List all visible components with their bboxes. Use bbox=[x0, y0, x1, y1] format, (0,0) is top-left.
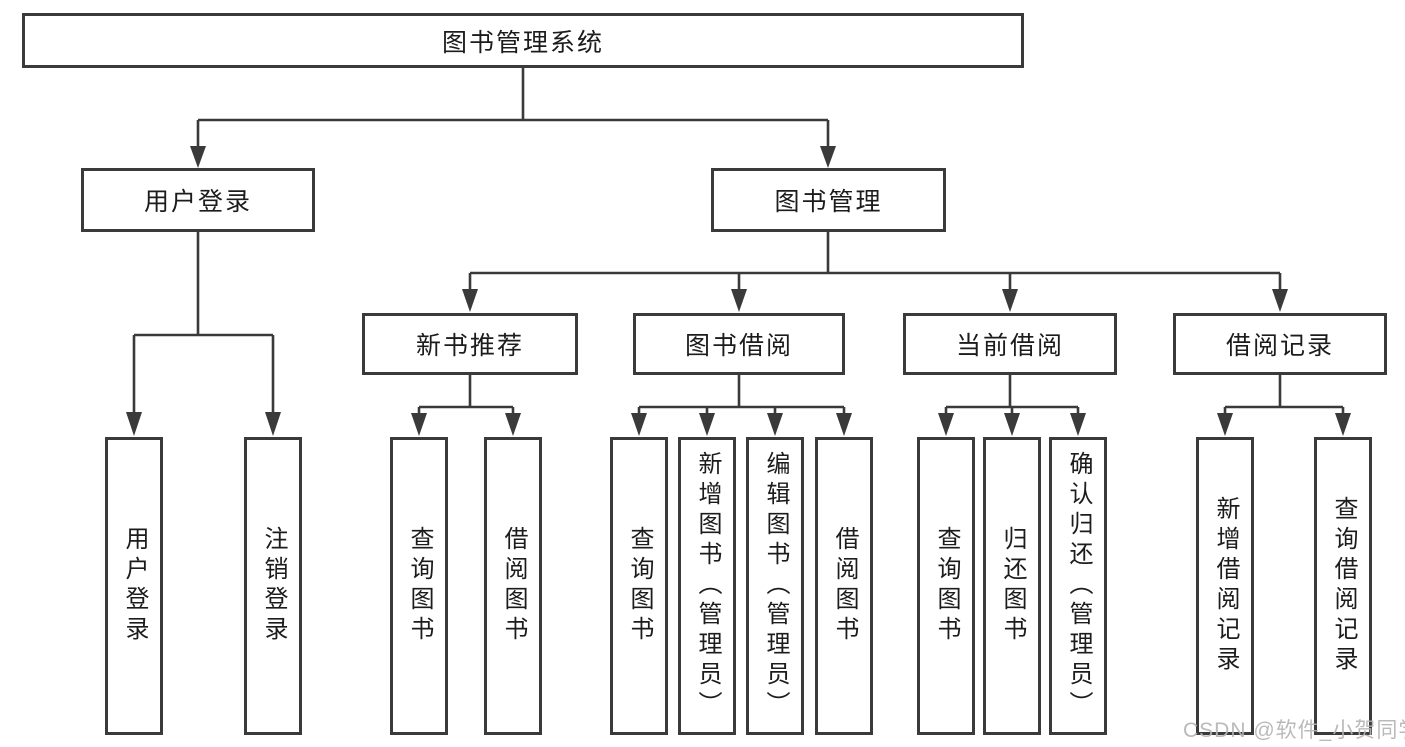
arrowhead bbox=[820, 146, 836, 168]
node-book-borrow: 图书借阅 bbox=[633, 313, 845, 375]
leaf-label: 归还图书 bbox=[999, 526, 1026, 646]
arrowhead bbox=[1070, 413, 1086, 436]
leaf-user-login: 用户登录 bbox=[105, 437, 163, 735]
arrowhead bbox=[631, 413, 647, 436]
leaf-query-books-1: 查询图书 bbox=[390, 437, 448, 735]
node-borrow-records: 借阅记录 bbox=[1173, 313, 1387, 375]
leaf-query-borrow-record: 查询借阅记录 bbox=[1314, 437, 1372, 735]
leaf-borrow-books-1: 借阅图书 bbox=[484, 437, 542, 735]
arrowhead bbox=[731, 289, 747, 312]
arrowhead bbox=[190, 146, 206, 168]
leaf-label: 借阅图书 bbox=[500, 526, 527, 646]
leaf-edit-book-admin: 编辑图书（管理员） bbox=[746, 437, 804, 735]
arrowhead bbox=[1335, 413, 1351, 436]
node-book-management: 图书管理 bbox=[711, 168, 946, 232]
arrowhead bbox=[767, 413, 783, 436]
leaf-label: 编辑图书（管理员） bbox=[762, 451, 789, 721]
arrowhead bbox=[938, 413, 954, 436]
leaf-return-book: 归还图书 bbox=[983, 437, 1041, 735]
arrowhead bbox=[265, 412, 281, 436]
arrowhead bbox=[505, 413, 521, 436]
arrowhead bbox=[1217, 413, 1233, 436]
arrowhead bbox=[462, 289, 478, 312]
leaf-borrow-books-2: 借阅图书 bbox=[815, 437, 873, 735]
arrowhead bbox=[411, 413, 427, 436]
arrowhead bbox=[699, 413, 715, 436]
leaf-label: 用户登录 bbox=[121, 526, 148, 646]
leaf-label: 确认归还（管理员） bbox=[1065, 451, 1092, 721]
node-new-book-recommend: 新书推荐 bbox=[362, 313, 578, 375]
arrowhead bbox=[126, 412, 142, 436]
node-current-borrow: 当前借阅 bbox=[903, 313, 1117, 375]
leaf-label: 借阅图书 bbox=[831, 526, 858, 646]
leaf-add-borrow-record: 新增借阅记录 bbox=[1196, 437, 1254, 735]
leaf-query-books-2: 查询图书 bbox=[610, 437, 668, 735]
leaf-confirm-return-admin: 确认归还（管理员） bbox=[1049, 437, 1107, 735]
arrowhead bbox=[1004, 413, 1020, 436]
leaf-logout: 注销登录 bbox=[244, 437, 302, 735]
leaf-label: 查询图书 bbox=[406, 526, 433, 646]
leaf-label: 查询图书 bbox=[626, 526, 653, 646]
leaf-label: 新增图书（管理员） bbox=[694, 451, 721, 721]
csdn-watermark: CSDN @软件_小贺同学 bbox=[1183, 719, 1405, 742]
leaf-label: 查询图书 bbox=[933, 526, 960, 646]
arrowhead bbox=[836, 413, 852, 436]
arrowhead bbox=[1272, 289, 1288, 312]
leaf-label: 注销登录 bbox=[260, 526, 287, 646]
leaf-label: 新增借阅记录 bbox=[1212, 496, 1239, 676]
node-user-login: 用户登录 bbox=[81, 168, 315, 232]
leaf-query-books-3: 查询图书 bbox=[917, 437, 975, 735]
arrowhead bbox=[1002, 289, 1018, 312]
node-root: 图书管理系统 bbox=[22, 13, 1024, 68]
leaf-add-book-admin: 新增图书（管理员） bbox=[678, 437, 736, 735]
leaf-label: 查询借阅记录 bbox=[1330, 496, 1357, 676]
